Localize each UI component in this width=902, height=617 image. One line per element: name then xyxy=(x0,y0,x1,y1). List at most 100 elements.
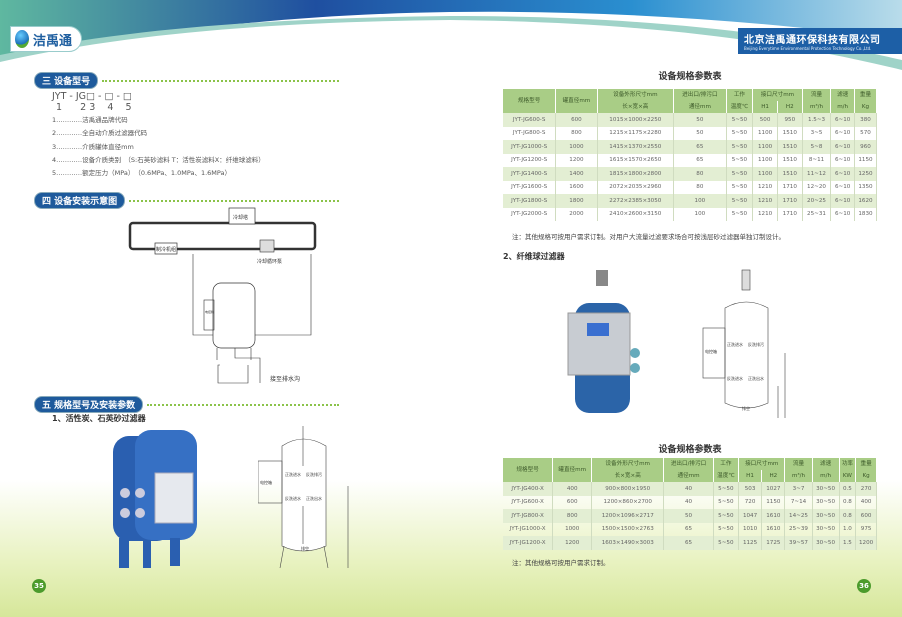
col-header: 工作 xyxy=(713,458,739,470)
table-cell: 1710 xyxy=(777,194,803,208)
table-cell: 65 xyxy=(673,140,727,154)
table-cell: JYT-JG600-S xyxy=(503,113,557,127)
section-title: 四 设备安装示意图 xyxy=(34,192,126,209)
table-cell: 960 xyxy=(854,140,878,154)
table-cell: 1.5 xyxy=(839,536,857,550)
table-cell: 720 xyxy=(738,495,763,509)
table-cell: 5~50 xyxy=(726,140,754,154)
col-header: Kg xyxy=(855,470,877,482)
model-legend: 1…………洁禹通品牌代码 2…………全自动介质过滤器代码 3…………介质罐体直径… xyxy=(52,114,265,180)
table-cell: 0.5 xyxy=(839,482,857,496)
table-cell: 5~50 xyxy=(726,126,754,140)
table-cell: 1510 xyxy=(777,140,803,154)
table-cell: 5~50 xyxy=(726,194,754,208)
table-cell: 2410×2600×3150 xyxy=(597,207,675,221)
table-cell: 100 xyxy=(673,194,727,208)
table-cell: 1400 xyxy=(555,167,598,181)
divider xyxy=(129,199,339,202)
table-cell: 1725 xyxy=(761,536,786,550)
col-header: KW xyxy=(839,470,857,482)
table-cell: 1100 xyxy=(752,167,778,181)
table-cell: JYT-JG400-X xyxy=(503,482,554,496)
table-cell: 400 xyxy=(855,495,877,509)
table-cell: 50 xyxy=(673,113,727,127)
col-header: m³/h xyxy=(802,101,832,113)
table-cell: 5~50 xyxy=(726,167,754,181)
carbon-sand-filter-drawing: 电控箱 正洗进水 反洗排污 反洗进水 正洗出水 排空 xyxy=(258,426,349,569)
header-wave xyxy=(0,0,902,70)
table-cell: 500 xyxy=(752,113,778,127)
table-cell: 400 xyxy=(552,482,593,496)
table-cell: 12~20 xyxy=(802,180,832,194)
model-digits: 1 2 3 4 5 xyxy=(56,102,132,113)
table-cell: 0.8 xyxy=(839,495,857,509)
installation-diagram: 冷却塔 制冷机组 冷却循环泵 电控箱 接至排水沟 xyxy=(128,207,317,384)
table-cell: 5~50 xyxy=(726,113,754,127)
table-cell: 6~10 xyxy=(830,207,855,221)
col-header: H2 xyxy=(777,101,803,113)
table-cell: 2072×2035×2960 xyxy=(597,180,675,194)
table-cell: JYT-JG800-X xyxy=(503,509,554,523)
table-cell: 30~50 xyxy=(812,536,840,550)
table-cell: 1615×1570×2650 xyxy=(597,153,675,167)
col-header: 通径mm xyxy=(673,101,727,113)
table-cell: 1100 xyxy=(752,153,778,167)
table-cell: 1210 xyxy=(752,180,778,194)
table-cell: 30~50 xyxy=(812,495,840,509)
table-cell: 5~50 xyxy=(713,522,739,536)
col-header: H1 xyxy=(738,470,763,482)
table-cell: 1100 xyxy=(752,140,778,154)
label: 正洗进水 xyxy=(285,471,301,477)
col-header: 温度℃ xyxy=(713,470,739,482)
col-header: 功率 xyxy=(839,458,857,470)
table-cell: 1000 xyxy=(555,140,598,154)
label-control-box: 电控箱 xyxy=(205,309,214,314)
table-cell: 1510 xyxy=(777,126,803,140)
table-cell: 600 xyxy=(555,113,598,127)
table-cell: 1710 xyxy=(777,180,803,194)
label: 反洗进水 xyxy=(285,495,301,501)
table-cell: 25~39 xyxy=(784,522,813,536)
table-cell: 1350 xyxy=(854,180,878,194)
subheading-carbon-sand-filter: 1、活性炭、石英砂过滤器 xyxy=(52,414,146,423)
table-cell: 50 xyxy=(663,509,714,523)
table-cell: 600 xyxy=(855,509,877,523)
table-cell: JYT-JG1600-S xyxy=(503,180,557,194)
col-header: 滤速 xyxy=(830,89,855,101)
table-cell: 2000 xyxy=(555,207,598,221)
table-cell: JYT-JG1000-X xyxy=(503,522,554,536)
table-cell: 1415×1370×2550 xyxy=(597,140,675,154)
table-cell: 1.0 xyxy=(839,522,857,536)
table-cell: 6~10 xyxy=(830,153,855,167)
table-cell: JYT-JG800-S xyxy=(503,126,557,140)
table-cell: 1200 xyxy=(552,536,593,550)
col-header: 流量 xyxy=(802,89,832,101)
col-header: 罐直径mm xyxy=(552,458,593,482)
subheading-fiber-ball-filter: 2、纤维球过滤器 xyxy=(503,252,565,261)
col-header: 重量 xyxy=(854,89,878,101)
table-cell: 39~57 xyxy=(784,536,813,550)
table-cell: 900×800×1950 xyxy=(591,482,665,496)
label-drain: 接至排水沟 xyxy=(270,375,300,383)
table-cell: 0.8 xyxy=(839,509,857,523)
fiber-ball-filter-photo xyxy=(567,270,640,413)
table-cell: 5~50 xyxy=(713,509,739,523)
table-cell: 5~50 xyxy=(726,180,754,194)
page-number: 36 xyxy=(857,579,871,593)
table-cell: 3~7 xyxy=(784,482,813,496)
table-cell: JYT-JG1200-S xyxy=(503,153,557,167)
logo-icon xyxy=(15,30,29,48)
table-cell: 1815×1800×2800 xyxy=(597,167,675,181)
label: 排空 xyxy=(742,405,750,411)
table-cell: 6~10 xyxy=(830,194,855,208)
company-name-en: Beijing Everytime Environmental Protecti… xyxy=(744,46,872,51)
model-code: JYT - JG□ - □ - □ xyxy=(52,91,132,102)
table-cell: 2272×2385×3050 xyxy=(597,194,675,208)
